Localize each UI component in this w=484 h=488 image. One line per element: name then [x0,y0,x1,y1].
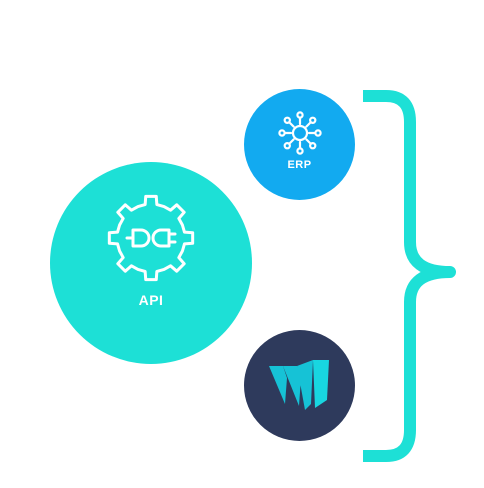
api-node: API [50,162,252,364]
gear-plug-icon [107,194,195,282]
erp-label: ERP [287,159,312,171]
network-hub-icon [278,111,322,155]
api-label: API [138,292,164,308]
erp-node: ERP [244,89,355,200]
wrike-node [244,330,355,441]
curly-brace-icon [363,90,456,462]
wrike-logo-icon [269,360,329,410]
